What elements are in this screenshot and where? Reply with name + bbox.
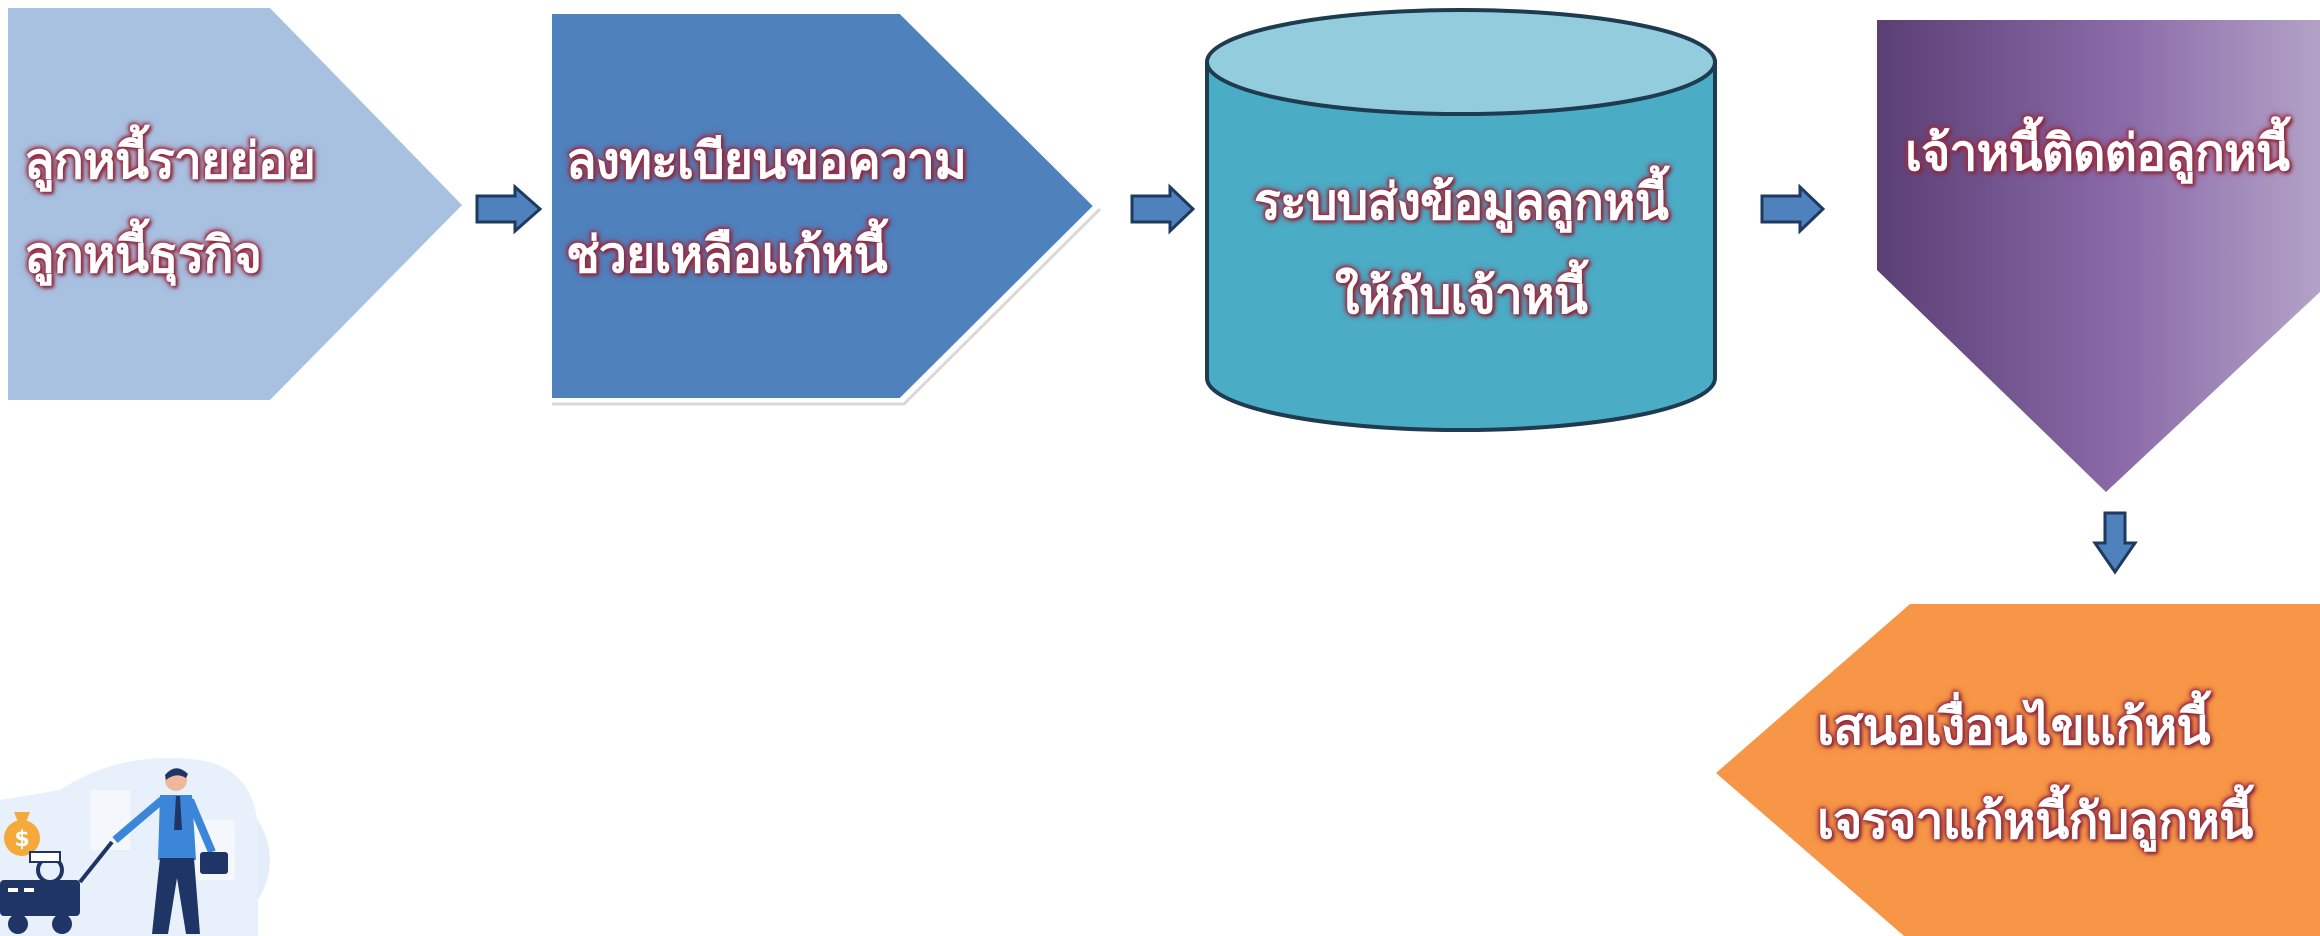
cart-icon	[0, 840, 114, 934]
step4-line1: เจ้าหนี้ติดต่อลูกหนี้	[1905, 124, 2290, 182]
businessman-figure	[112, 768, 228, 934]
step5-shape	[1716, 604, 2320, 936]
step1-line1: ลูกหนี้รายย่อย	[24, 132, 316, 190]
arrow-right-icon	[1130, 183, 1196, 235]
step1-label: ลูกหนี้รายย่อย ลูกหนี้ธุรกิจ	[24, 114, 316, 302]
svg-text:$: $	[14, 827, 29, 852]
businessman-illustration: $	[0, 758, 270, 936]
step1-shape	[8, 8, 462, 400]
step1-line2: ลูกหนี้ธุรกิจ	[24, 226, 262, 284]
step3-cylinder	[1205, 8, 1717, 432]
step3-line1: ระบบส่งข้อมูลลูกหนี้	[1254, 173, 1669, 231]
arrow-down-icon	[2092, 511, 2138, 575]
briefcase-icon	[200, 852, 228, 874]
step2-label: ลงทะเบียนขอความ ช่วยเหลือแก้หนี้	[566, 114, 967, 302]
money-bag-icon: $	[4, 812, 40, 856]
step5-label: เสนอเงื่อนไขแก้หนี้ เจรจาแก้หนี้กับลูกหน…	[1817, 680, 2253, 868]
step3-label: ระบบส่งข้อมูลลูกหนี้ ให้กับเจ้าหนี้	[1207, 155, 1715, 343]
step2-line2: ช่วยเหลือแก้หนี้	[566, 226, 888, 284]
step3-line2: ให้กับเจ้าหนี้	[1335, 267, 1588, 325]
step2-line1: ลงทะเบียนขอความ	[566, 132, 967, 190]
step5-line2: เจรจาแก้หนี้กับลูกหนี้	[1817, 792, 2253, 850]
arrow-right-icon	[1760, 183, 1826, 235]
step5-line1: เสนอเงื่อนไขแก้หนี้	[1817, 698, 2211, 756]
arrow-right-icon	[475, 183, 543, 235]
step4-shape	[1877, 20, 2320, 492]
step4-label: เจ้าหนี้ติดต่อลูกหนี้	[1905, 106, 2290, 200]
step2-shape	[546, 8, 1102, 404]
